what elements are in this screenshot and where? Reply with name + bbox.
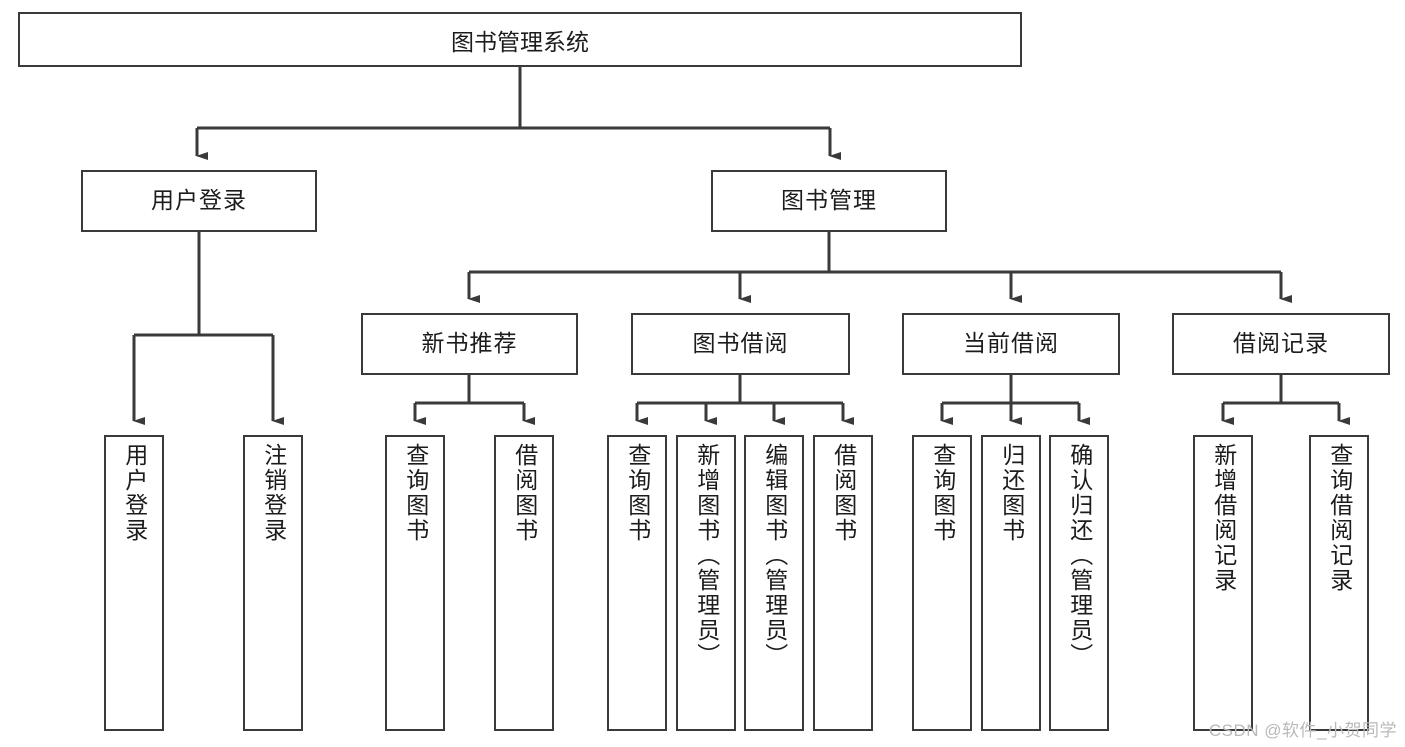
leaf-current-borrow-return-label: 归还图书	[998, 443, 1025, 543]
node-root-system[interactable]: 图书管理系统	[18, 12, 1022, 67]
leaf-borrow-record-add[interactable]: 新增借阅记录	[1193, 435, 1253, 731]
leaf-current-borrow-query[interactable]: 查询图书	[912, 435, 972, 731]
leaf-borrow-record-query-label: 查询借阅记录	[1326, 443, 1353, 593]
leaf-user-login-logout[interactable]: 注销登录	[243, 435, 303, 731]
leaf-current-borrow-confirm[interactable]: 确认归还（管理员）	[1049, 435, 1109, 731]
leaf-book-borrow-edit-label: 编辑图书（管理员）	[761, 443, 788, 668]
node-root-system-label: 图书管理系统	[451, 28, 589, 55]
node-current-borrow[interactable]: 当前借阅	[902, 313, 1120, 375]
leaf-current-borrow-return[interactable]: 归还图书	[981, 435, 1041, 731]
leaf-book-borrow-query-label: 查询图书	[624, 443, 651, 543]
node-book-borrow-label: 图书借阅	[692, 330, 789, 357]
leaf-borrow-record-query[interactable]: 查询借阅记录	[1309, 435, 1369, 731]
leaf-user-login-login[interactable]: 用户登录	[104, 435, 164, 731]
csdn-watermark: CSDN @软件_小贺同学	[1208, 721, 1397, 740]
leaf-borrow-record-add-label: 新增借阅记录	[1210, 443, 1237, 593]
leaf-book-borrow-add[interactable]: 新增图书（管理员）	[676, 435, 736, 731]
leaf-new-book-query[interactable]: 查询图书	[385, 435, 445, 731]
leaf-book-borrow-borrow[interactable]: 借阅图书	[813, 435, 873, 731]
leaf-new-book-borrow[interactable]: 借阅图书	[494, 435, 554, 731]
leaf-book-borrow-borrow-label: 借阅图书	[830, 443, 857, 543]
node-user-login-label: 用户登录	[151, 187, 247, 214]
leaf-current-borrow-query-label: 查询图书	[929, 443, 956, 543]
node-current-borrow-label: 当前借阅	[963, 330, 1059, 357]
node-user-login[interactable]: 用户登录	[81, 170, 317, 232]
node-book-manage[interactable]: 图书管理	[711, 170, 947, 232]
node-borrow-record-label: 借阅记录	[1233, 330, 1329, 357]
node-new-book-recommend[interactable]: 新书推荐	[361, 313, 578, 375]
leaf-new-book-query-label: 查询图书	[402, 443, 429, 543]
leaf-user-login-logout-label: 注销登录	[260, 443, 287, 543]
leaf-user-login-login-label: 用户登录	[121, 443, 148, 543]
leaf-new-book-borrow-label: 借阅图书	[511, 443, 538, 543]
node-book-borrow[interactable]: 图书借阅	[631, 313, 850, 375]
leaf-book-borrow-edit[interactable]: 编辑图书（管理员）	[744, 435, 804, 731]
node-borrow-record[interactable]: 借阅记录	[1172, 313, 1390, 375]
leaf-current-borrow-confirm-label: 确认归还（管理员）	[1066, 443, 1093, 668]
leaf-book-borrow-query[interactable]: 查询图书	[607, 435, 667, 731]
leaf-book-borrow-add-label: 新增图书（管理员）	[693, 443, 720, 668]
node-new-book-recommend-label: 新书推荐	[421, 330, 518, 357]
node-book-manage-label: 图书管理	[781, 187, 877, 214]
